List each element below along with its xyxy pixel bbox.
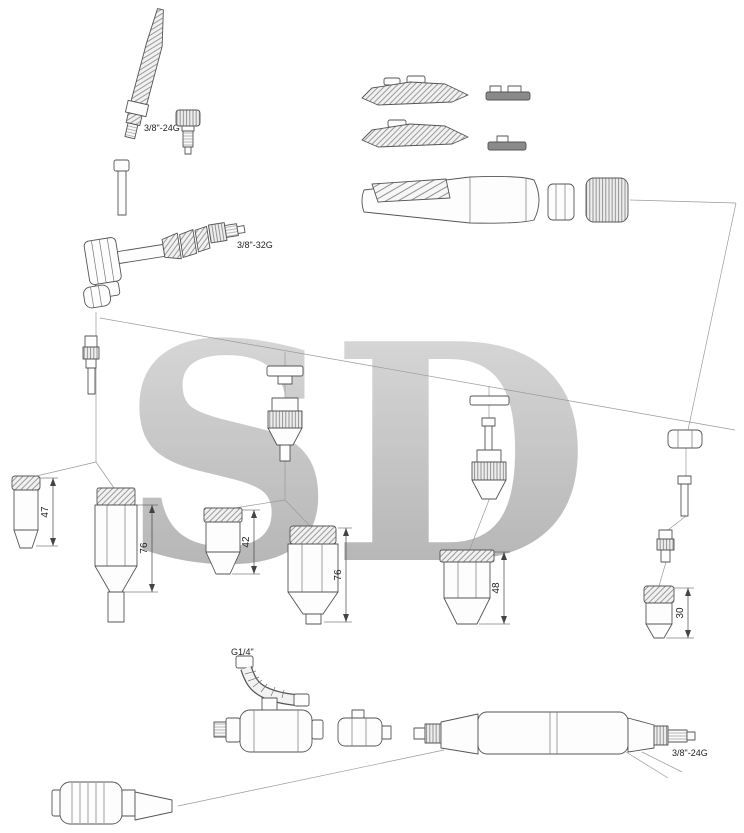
- gasket-bar-part: [469, 395, 510, 406]
- dimension-76b-value: 76: [333, 569, 344, 581]
- cap-nut-part: [175, 109, 201, 155]
- nozzle-47-part: [11, 475, 41, 549]
- handle-part: [361, 175, 540, 224]
- dimension-42: 42: [232, 509, 260, 575]
- dimension-48-value: 48: [491, 582, 502, 594]
- collet-body-right-part: [471, 449, 507, 500]
- watermark: SD: [120, 278, 585, 631]
- head-cap-part: [83, 284, 112, 309]
- dimension-76a: 76: [124, 504, 158, 593]
- dimension-76a-value: 76: [139, 542, 150, 554]
- dimension-42-value: 42: [241, 536, 252, 548]
- cup-48-part: [439, 549, 495, 625]
- valve-body-part: [213, 697, 324, 753]
- dimension-30-value: 30: [675, 607, 686, 619]
- insulator-disc-part: [266, 365, 304, 385]
- nozzle-76b-part: [287, 525, 339, 625]
- valve-thread-label: G1/4": [231, 647, 254, 657]
- electrode-stub-mid-part: [481, 417, 496, 451]
- collet-small-right-part: [656, 529, 675, 563]
- guide-lines: [27, 199, 737, 807]
- elbow-fitting-part: [235, 655, 310, 707]
- electrode-stub-right-part: [677, 475, 692, 517]
- head-thread-label: 3/8"-32G: [237, 240, 273, 250]
- cable-thread-label: 3/8"-24G: [672, 748, 708, 758]
- dimension-47: 47: [36, 477, 58, 547]
- nozzle-76a-part: [94, 487, 138, 623]
- trigger-housing-upper-part: [361, 75, 469, 106]
- back-cap-thread-label: 3/8"-24G: [144, 123, 180, 133]
- dimension-47-value: 47: [40, 506, 51, 518]
- back-cap-short-part: [667, 429, 703, 449]
- collet-left-part: [82, 335, 100, 395]
- dimension-76b: 76: [324, 527, 352, 623]
- nozzle-42-part: [203, 507, 243, 575]
- dimension-30: 30: [666, 587, 694, 639]
- switch-button-lower-part: [487, 135, 527, 151]
- electrode-tube-part: [113, 159, 130, 216]
- collet-body-mid-part: [267, 397, 303, 462]
- switch-button-upper-part: [485, 85, 531, 101]
- handle-ring-part: [547, 183, 575, 221]
- nozzle-30-part: [643, 585, 675, 639]
- knurled-knob-part: [585, 177, 629, 223]
- back-cap-long-part: [124, 8, 164, 140]
- hose-fitting-part: [337, 709, 392, 747]
- trigger-housing-lower-part: [361, 119, 469, 148]
- torch-body-part: [51, 781, 173, 825]
- dimension-48: 48: [479, 551, 510, 625]
- cable-assembly-part: [413, 711, 696, 755]
